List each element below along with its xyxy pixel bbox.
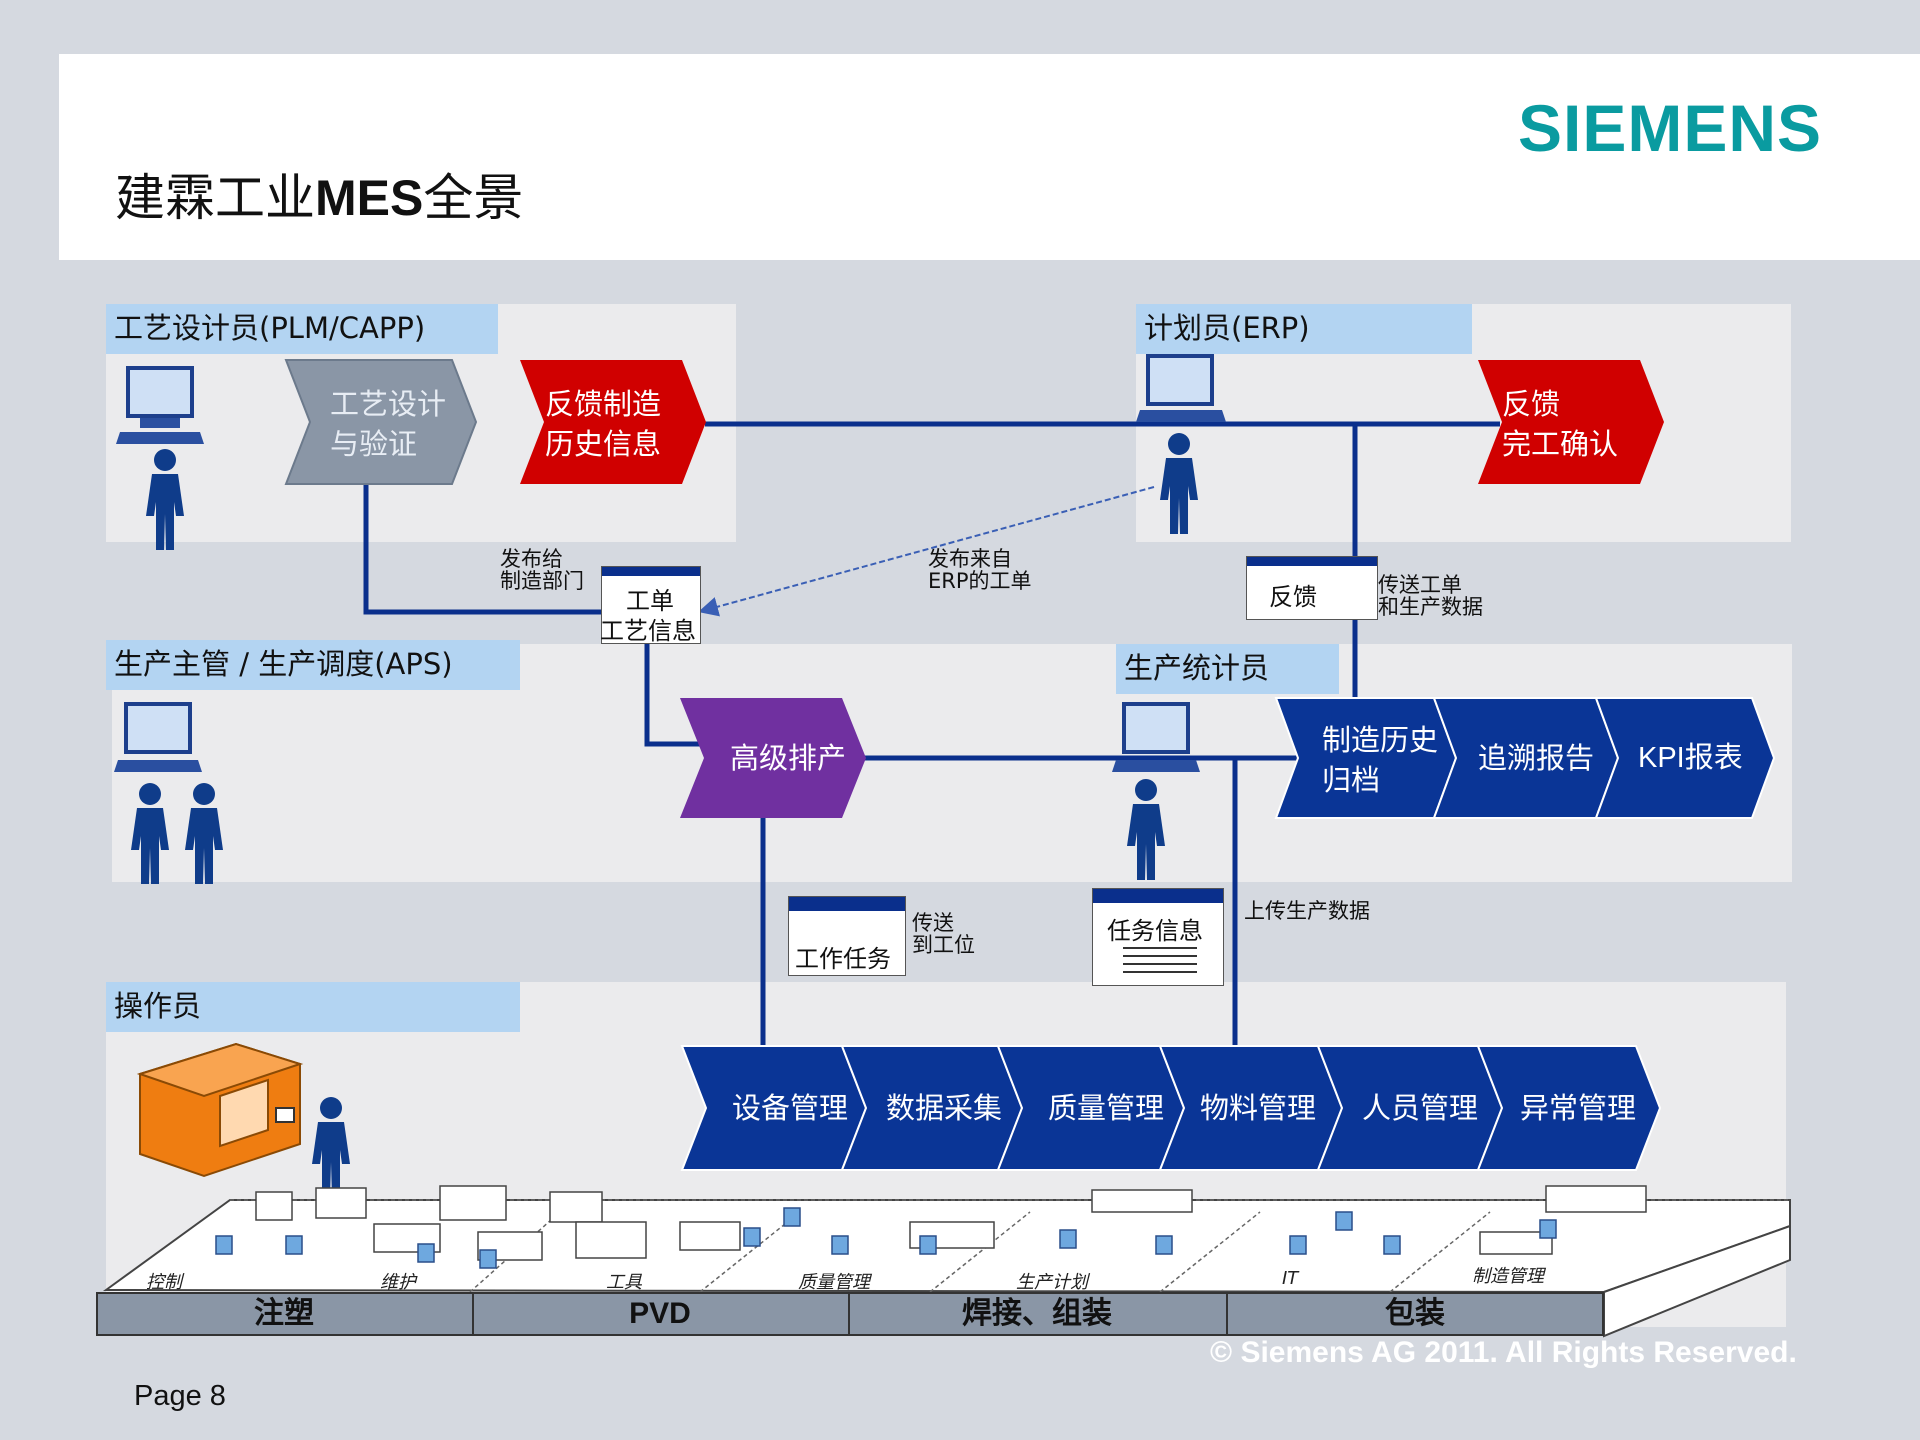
zone-divider [469,1211,561,1293]
factory-floor-side [1603,1224,1791,1338]
floor-label-quality: 质量管理 [798,1272,870,1293]
person-icon [1127,779,1165,880]
person-icon [185,783,223,884]
arrow-label-aps: 高级排产 [730,741,847,775]
doc-work-task: 工作任务 [788,896,906,976]
page-title: 建霖工业MES全景 [115,169,524,227]
module-label-1: 设备管理 [732,1091,849,1125]
module-label-6: 异常管理 [1520,1091,1637,1125]
zone-divider [1389,1211,1491,1293]
copyright: © Siemens AG 2011. All Rights Reserved. [1210,1336,1797,1369]
arrow-label-process-design: 工艺设计与验证 [330,387,447,461]
doc-order-process: 工单 工艺信息 [600,566,701,645]
machine-icon [136,1042,304,1178]
zone-packaging: 包装 [1385,1296,1445,1331]
module-label-3: 质量管理 [1048,1091,1165,1125]
arrow-label-feedback-history: 反馈制造历史信息 [545,387,662,461]
role-production-manager: 生产主管 / 生产调度(APS) [106,640,520,690]
computer-icon [1112,702,1200,772]
note-release-to-mfg: 发布给制造部门 [500,547,584,593]
arrow-label-feedback-completion: 反馈完工确认 [1502,387,1619,461]
floor-label-mfg-management: 制造管理 [1472,1266,1544,1287]
zone-divider [929,1211,1031,1293]
module-label-4: 物料管理 [1200,1091,1317,1125]
computer-icon [116,366,204,444]
doc-task-info: 任务信息 [1092,888,1224,986]
module-label-5: 人员管理 [1362,1091,1479,1125]
header-bar [59,54,1920,260]
siemens-logo: SIEMENS [1518,91,1823,165]
floor-label-control: 控制 [146,1272,182,1293]
arrow-feedback-history [520,360,706,484]
person-icon [312,1097,350,1198]
module-label-2: 数据采集 [886,1091,1003,1125]
note-transfer-order-data: 传送工单和生产数据 [1378,573,1483,619]
zone-injection: 注塑 [96,1292,474,1336]
arrow-feedback-completion [1478,360,1664,484]
arrow-aps [680,698,866,818]
zone-welding-assembly: 焊接、组装 [848,1292,1228,1336]
role-operator: 操作员 [106,982,520,1032]
arrow-module-6 [1476,1045,1662,1171]
role-statistician: 生产统计员 [1116,644,1339,694]
arrow-kpi-report [1594,697,1776,819]
floor-label-tools: 工具 [606,1272,642,1293]
arrow-process-design [284,359,478,485]
doc-feedback: 反馈 [1246,556,1378,620]
person-icon [146,449,184,550]
computer-icon [114,702,202,772]
role-erp-planner: 计划员(ERP) [1136,304,1472,354]
floor-label-maintenance: 维护 [380,1272,416,1293]
page-number: Page 8 [134,1380,226,1412]
line-erp-dashed [698,486,1155,617]
zone-divider [1159,1211,1261,1293]
zone-strip [96,1292,1604,1336]
person-icon [1160,433,1198,534]
person-icon [131,783,169,884]
note-send-to-station: 传送到工位 [912,911,975,957]
floor-label-it: IT [1282,1268,1299,1289]
role-process-designer: 工艺设计员(PLM/CAPP) [106,304,498,354]
note-upload-data: 上传生产数据 [1244,899,1370,923]
zone-pvd: PVD [472,1292,850,1336]
line-design-to-order [363,484,602,615]
floor-label-planning: 生产计划 [1016,1272,1088,1293]
arrow-label-history-archive: 制造历史归档 [1322,723,1439,797]
computer-icon [1136,354,1226,422]
arrow-label-trace-report: 追溯报告 [1478,741,1595,775]
arrow-label-kpi-report: KPI报表 [1638,742,1743,774]
line-order-to-aps [644,644,700,747]
